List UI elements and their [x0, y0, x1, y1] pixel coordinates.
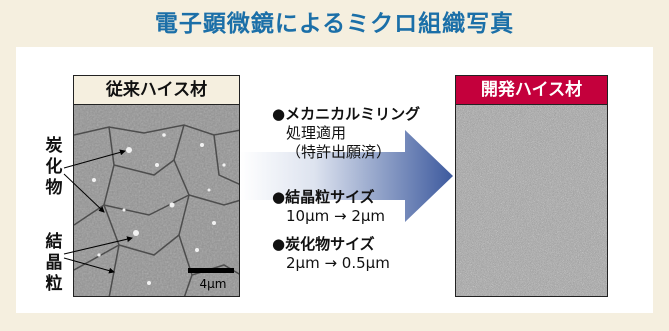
scale-label: 4μm	[199, 277, 227, 291]
carbide-char-1: 炭	[45, 136, 63, 156]
grain-size-heading: ●結晶粒サイズ	[272, 188, 375, 206]
carbide-size-heading: ●炭化物サイズ	[272, 235, 375, 253]
figure-title: 電子顕微鏡によるミクロ組織写真	[154, 11, 515, 37]
grain-annotation: 結 晶 粒	[44, 232, 64, 295]
improvement-arrow	[240, 130, 453, 222]
developed-micrograph	[455, 104, 608, 297]
scale-bar	[188, 268, 234, 273]
grain-size-block: ●結晶粒サイズ 10μm → 2μm	[272, 188, 385, 226]
carbide-pointer-1	[63, 149, 126, 169]
conventional-micrograph-image	[74, 105, 239, 296]
grain-char-1: 結	[45, 232, 63, 252]
conventional-micrograph	[73, 104, 240, 297]
grain-pointer-2	[63, 257, 115, 274]
carbide-char-2: 化	[45, 157, 63, 177]
process-line-1: ●メカニカルミリング	[272, 105, 421, 123]
carbide-size-value: 2μm → 0.5μm	[286, 254, 390, 272]
process-line-3: （特許出願済）	[286, 143, 392, 161]
grain-size-value: 10μm → 2μm	[286, 207, 386, 225]
developed-material-label: 開発ハイス材	[455, 75, 608, 105]
carbide-char-3: 物	[45, 178, 63, 198]
grain-pointer-1	[63, 236, 133, 255]
developed-micrograph-image	[456, 105, 607, 296]
carbide-size-block: ●炭化物サイズ 2μm → 0.5μm	[272, 235, 390, 273]
process-line-2: 処理適用	[286, 124, 347, 142]
carbide-annotation: 炭 化 物	[44, 136, 64, 199]
process-description: ●メカニカルミリング 処理適用 （特許出願済）	[272, 105, 420, 162]
grain-char-2: 晶	[45, 253, 63, 273]
grain-char-3: 粒	[45, 274, 63, 294]
carbide-pointer-2	[63, 173, 105, 213]
